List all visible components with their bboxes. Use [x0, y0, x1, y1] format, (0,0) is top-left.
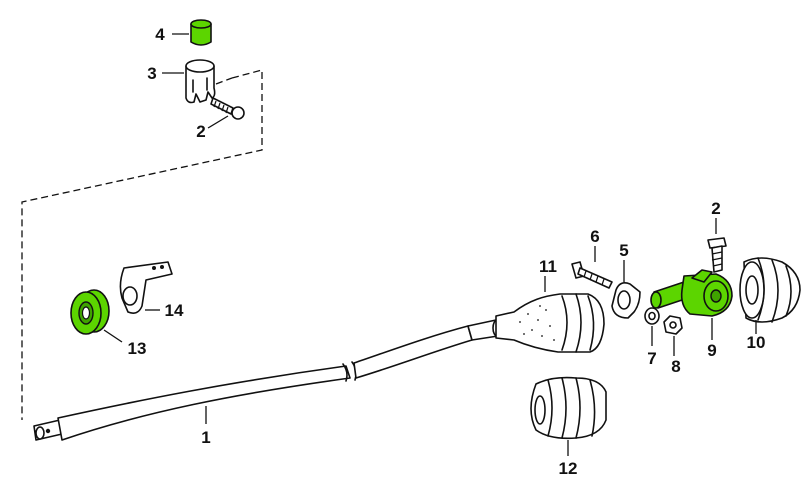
callout-6: 6	[590, 227, 599, 246]
part-9-coupling	[650, 269, 733, 317]
callout-2-right: 2	[711, 199, 720, 218]
callout-5: 5	[619, 241, 628, 260]
part-1-shift-rod	[33, 319, 502, 441]
part-6-bolt	[571, 261, 613, 289]
part-4-bushing	[190, 19, 212, 46]
part-12-boot	[739, 257, 801, 323]
callout-14: 14	[165, 301, 184, 320]
part-14-bracket	[119, 261, 173, 314]
part-3-housing	[185, 59, 216, 104]
part-2-bolt-top	[210, 97, 245, 120]
callout-4: 4	[155, 25, 165, 44]
part-10-boot	[495, 293, 605, 353]
callout-10: 11	[539, 257, 557, 276]
part-11-boot	[530, 376, 607, 440]
part-13-grommet	[70, 289, 110, 335]
callout-1: 1	[201, 428, 210, 447]
callout-3: 3	[147, 64, 156, 83]
callout-2-top: 2	[196, 122, 205, 141]
callout-9: 9	[707, 341, 716, 360]
dashed-group-outline	[21, 69, 263, 420]
callout-labels: 4 3 2 1 14 13 11 12 6 5 7 8 9 2 10	[128, 25, 766, 478]
part-5-clamp	[611, 282, 641, 319]
part-2-bolt-right	[707, 237, 727, 273]
callout-8: 8	[671, 357, 680, 376]
callout-7: 7	[647, 349, 656, 368]
leader-lines	[103, 33, 757, 456]
callout-13: 13	[128, 339, 147, 358]
callout-11: 12	[559, 459, 578, 478]
callout-12: 10	[747, 333, 766, 352]
part-7-washer	[644, 307, 660, 325]
part-8-nut	[663, 315, 683, 335]
